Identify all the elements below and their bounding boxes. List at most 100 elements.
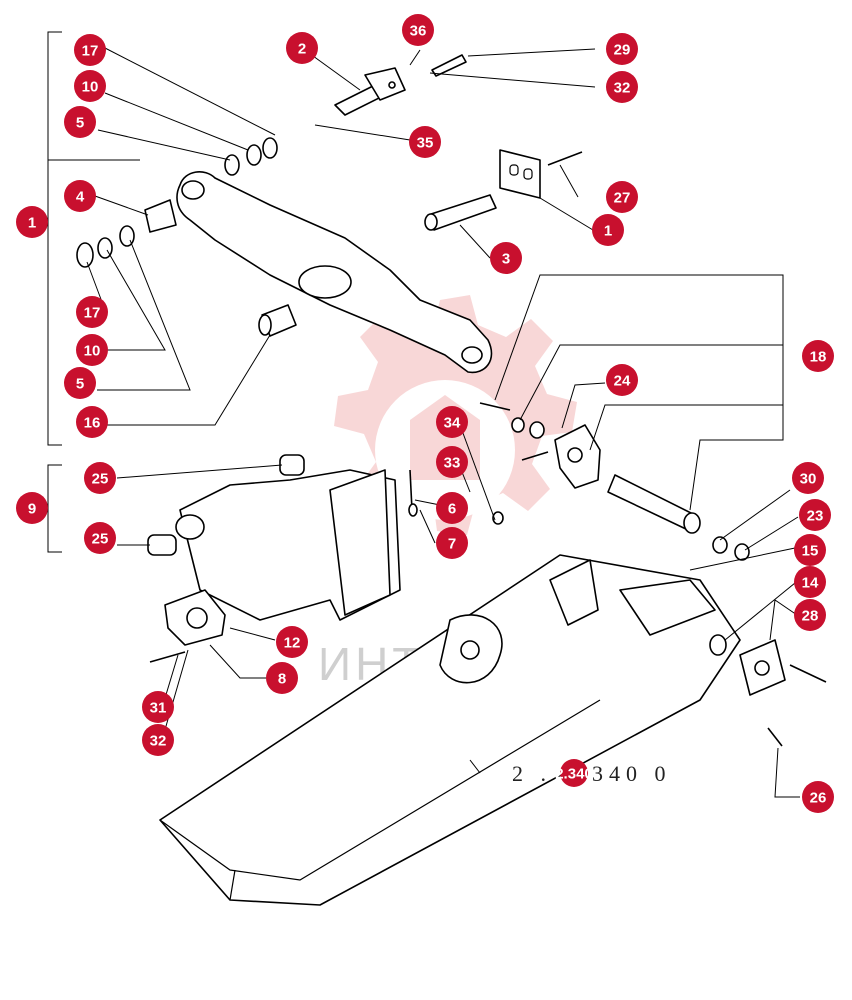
callout-circle — [606, 33, 638, 65]
callout-marker-31[interactable]: 31 — [142, 691, 174, 723]
callout-marker-32b[interactable]: 32 — [142, 724, 174, 756]
pin-2 — [334, 67, 406, 116]
rings-left — [76, 199, 177, 268]
callout-label: 18 — [810, 349, 827, 366]
bolt-29 — [431, 54, 467, 77]
callout-circle — [64, 106, 96, 138]
callout-marker-24[interactable]: 24 — [606, 364, 638, 396]
callout-marker-18[interactable]: 18 — [802, 340, 834, 372]
callout-marker-26[interactable]: 26 — [802, 781, 834, 813]
callout-circle — [490, 242, 522, 274]
callout-circle — [606, 364, 638, 396]
rings-upper — [224, 137, 278, 176]
callout-circle — [16, 492, 48, 524]
callout-label: 35 — [417, 135, 434, 152]
callout-marker-34[interactable]: 34 — [436, 406, 468, 438]
callout-circle — [286, 32, 318, 64]
callout-circle — [792, 462, 824, 494]
callout-label: 15 — [802, 543, 819, 560]
callout-marker-6[interactable]: 6 — [436, 492, 468, 524]
callout-label: 25 — [92, 531, 109, 548]
callout-marker-17b[interactable]: 17 — [76, 296, 108, 328]
group-bracket-9 — [47, 464, 62, 553]
callout-circle — [74, 34, 106, 66]
callout-marker-14[interactable]: 14 — [794, 566, 826, 598]
callout-label: 8 — [278, 671, 286, 688]
bushing-16 — [258, 304, 297, 337]
callout-marker-17a[interactable]: 17 — [74, 34, 106, 66]
callout-circle — [84, 462, 116, 494]
callout-marker-4[interactable]: 4 — [64, 180, 96, 212]
callout-marker-27[interactable]: 27 — [606, 181, 638, 213]
callout-label: 29 — [614, 42, 631, 59]
callout-label: 31 — [150, 700, 167, 717]
callout-circle — [436, 492, 468, 524]
callout-circle — [802, 340, 834, 372]
callout-marker-10a[interactable]: 10 — [74, 70, 106, 102]
callout-circle — [76, 296, 108, 328]
callout-marker-9[interactable]: 9 — [16, 492, 48, 524]
callout-circle — [606, 71, 638, 103]
callout-label: 14 — [802, 575, 819, 592]
callout-marker-5b[interactable]: 5 — [64, 367, 96, 399]
callout-marker-8[interactable]: 8 — [266, 662, 298, 694]
callout-circle — [64, 180, 96, 212]
callout-marker-1b[interactable]: 1 — [592, 214, 624, 246]
callout-marker-7[interactable]: 7 — [436, 527, 468, 559]
callout-circle — [592, 214, 624, 246]
callout-circle — [436, 527, 468, 559]
callout-marker-3[interactable]: 3 — [490, 242, 522, 274]
callout-label: 32 — [150, 733, 167, 750]
reference-label: 2 . 2.340 0 — [512, 761, 672, 786]
callout-marker-30[interactable]: 30 — [792, 462, 824, 494]
pin-3 — [424, 194, 497, 231]
callout-marker-2[interactable]: 2 — [286, 32, 318, 64]
callout-marker-23[interactable]: 23 — [799, 499, 831, 531]
callout-label: 12 — [284, 635, 301, 652]
callout-marker-33[interactable]: 33 — [436, 446, 468, 478]
callout-label: 32 — [614, 80, 631, 97]
callout-circle — [606, 181, 638, 213]
callout-label: 9 — [28, 501, 36, 518]
callout-marker-32a[interactable]: 32 — [606, 71, 638, 103]
callout-circle — [794, 534, 826, 566]
callout-circle — [436, 446, 468, 478]
callout-label: 16 — [84, 415, 101, 432]
cylinder-pin — [607, 474, 701, 534]
callout-marker-10b[interactable]: 10 — [76, 334, 108, 366]
callout-marker-29[interactable]: 29 — [606, 33, 638, 65]
callout-marker-15[interactable]: 15 — [794, 534, 826, 566]
callout-label: 26 — [810, 790, 827, 807]
callout-marker-28[interactable]: 28 — [794, 599, 826, 631]
callout-marker-36[interactable]: 36 — [402, 14, 434, 46]
callout-marker-35[interactable]: 35 — [409, 126, 441, 158]
callout-label: 2.340 — [555, 766, 593, 783]
callout-label: 10 — [84, 343, 101, 360]
callout-circle — [802, 781, 834, 813]
callout-marker-5a[interactable]: 5 — [64, 106, 96, 138]
callout-marker-25a[interactable]: 25 — [84, 462, 116, 494]
callout-circle — [409, 126, 441, 158]
callout-label: 28 — [802, 608, 819, 625]
callout-circle — [276, 626, 308, 658]
callout-label: 30 — [800, 471, 817, 488]
callout-label: 24 — [614, 373, 631, 390]
callout-label: 17 — [84, 305, 101, 322]
callout-marker-ref[interactable]: 2.340 — [555, 759, 593, 787]
callout-circle — [16, 206, 48, 238]
callout-circle — [64, 367, 96, 399]
callout-label: 3 — [502, 251, 510, 268]
callout-label: 6 — [448, 501, 456, 518]
callout-circle — [799, 499, 831, 531]
callout-marker-16[interactable]: 16 — [76, 406, 108, 438]
callout-marker-1a[interactable]: 1 — [16, 206, 48, 238]
callout-marker-12[interactable]: 12 — [276, 626, 308, 658]
callout-label: 5 — [76, 115, 84, 132]
callout-circle — [76, 406, 108, 438]
block-24 — [554, 424, 601, 489]
callout-circle — [794, 566, 826, 598]
callout-marker-25b[interactable]: 25 — [84, 522, 116, 554]
callout-label: 23 — [807, 508, 824, 525]
leader-lines — [86, 47, 800, 798]
